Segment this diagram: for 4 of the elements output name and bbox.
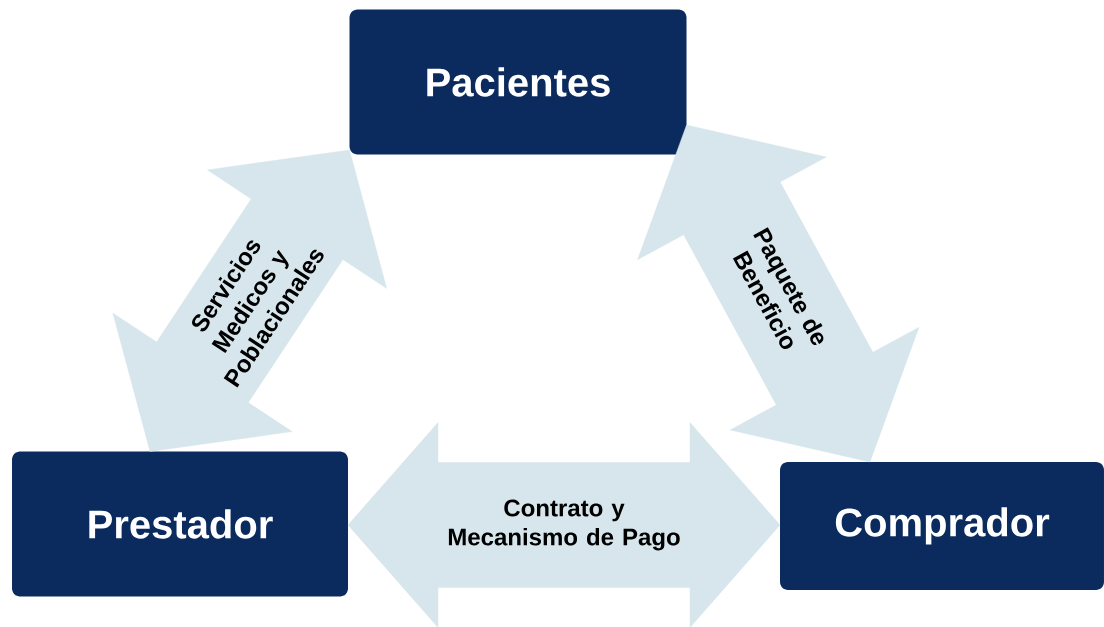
role-box: Prestador bbox=[12, 451, 348, 597]
role-box: Pacientes bbox=[349, 9, 687, 155]
edge-label: Contrato y Mecanismo de Pago bbox=[448, 499, 680, 551]
role-box: Comprador bbox=[780, 462, 1104, 590]
